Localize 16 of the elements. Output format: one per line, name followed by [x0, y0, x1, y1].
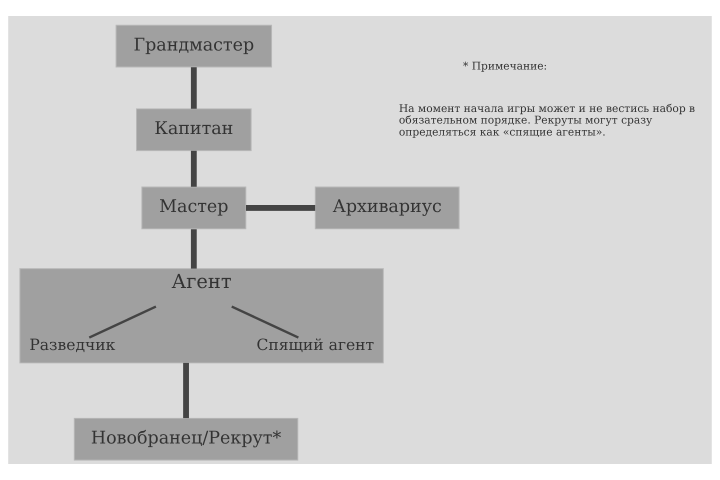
node-box: Архивариус	[314, 186, 460, 230]
node-box: Мастер	[141, 186, 246, 230]
node-text: Разведчик	[29, 336, 116, 354]
label: На момент начала игры может и не вестись набор в обязательном порядке. Рекруты могут сразу определяться как «спящие агенты».	[398, 102, 696, 138]
connector	[246, 205, 316, 211]
node-box: Грандмастер	[116, 24, 272, 68]
node-box: Капитан	[136, 108, 252, 152]
node-text: Спящий агент	[256, 336, 374, 354]
connector	[88, 305, 156, 339]
node-box: Новобранец/Рекрут*	[74, 418, 298, 461]
label: * Примечание:	[463, 59, 548, 72]
connector	[183, 362, 189, 418]
connector	[190, 67, 197, 109]
connector	[190, 229, 197, 269]
connector	[231, 305, 299, 339]
connector	[190, 150, 197, 187]
